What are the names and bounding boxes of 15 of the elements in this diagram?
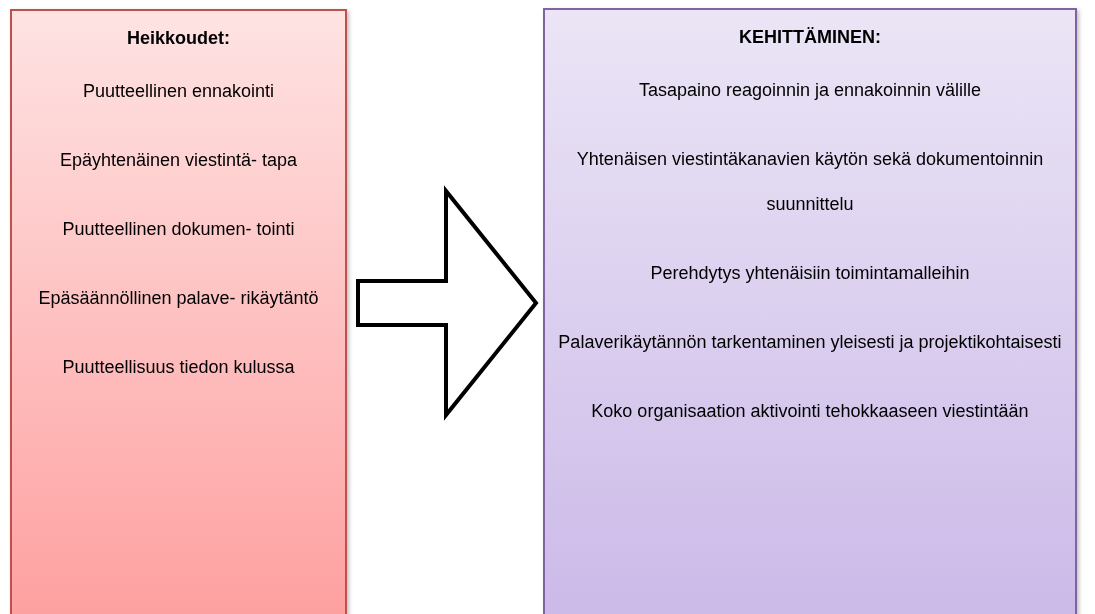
panel-heading: KEHITTÄMINEN: (739, 26, 881, 49)
list-panel (543, 8, 1077, 614)
list-item: Epäyhtenäinen viestintä- tapa (59, 149, 298, 172)
list-item: Yhtenäisen viestintäkanavien käytön sekä dokumentoinnin suunnittelu (575, 148, 1045, 216)
list-item: Puutteellinen ennakointi (82, 80, 275, 103)
list-panel (10, 9, 347, 614)
panel-heading: Heikkoudet: (127, 27, 230, 50)
list-item: Koko organisaation aktivointi tehokkaaseen viestintään (591, 400, 1029, 423)
block-arrow (356, 185, 539, 421)
list-item: Perehdytys yhtenäisiin toimintamalleihin (650, 262, 970, 285)
list-item: Epäsäännöllinen palave- rikäytäntö (38, 287, 319, 310)
list-item: Puutteellisuus tiedon kulussa (62, 356, 295, 379)
list-item: Puutteellinen dokumen- tointi (62, 218, 295, 241)
list-item: Tasapaino reagoinnin ja ennakoinnin välille (638, 79, 982, 102)
list-item: Palaverikäytännön tarkentaminen yleisesti ja projektikohtaisesti (558, 331, 1062, 354)
